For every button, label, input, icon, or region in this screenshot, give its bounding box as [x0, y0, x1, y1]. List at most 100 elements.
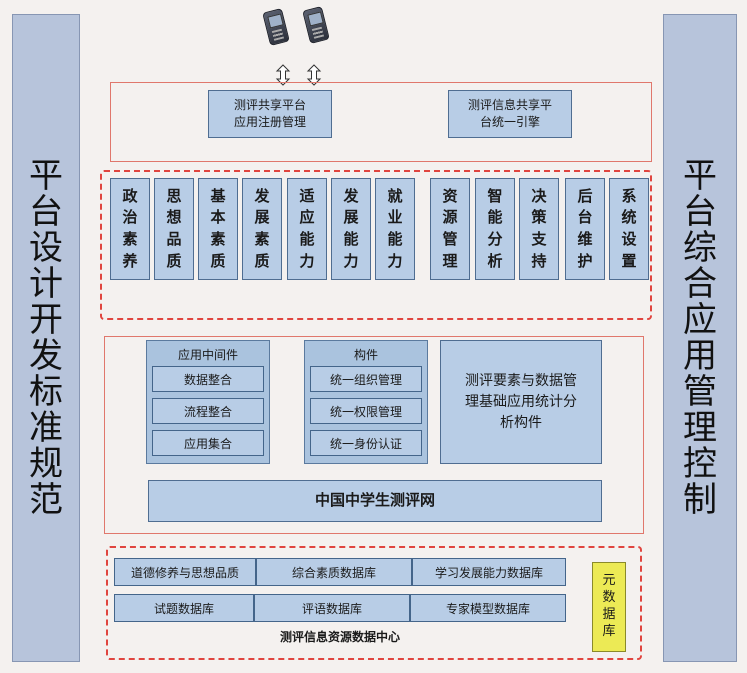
middleware-item: 应用集合 [152, 430, 264, 456]
module-char: 后 [577, 186, 592, 208]
module-char: 质 [254, 251, 269, 273]
evaluation-component-line: 测评要素与数据管 [465, 371, 577, 392]
middleware-item: 数据整合 [152, 366, 264, 392]
module-char: 适 [299, 186, 314, 208]
components-item: 统一身份认证 [310, 430, 422, 456]
app-registration-box: 测评共享平台 应用注册管理 [208, 90, 332, 138]
module-column: 发展能力 [331, 178, 371, 280]
module-char: 资 [442, 186, 457, 208]
database-cell: 专家模型数据库 [410, 594, 566, 622]
left-sidebar-char: 平 [29, 158, 63, 194]
info-engine-box: 测评信息共享平 台统一引擎 [448, 90, 572, 138]
module-char: 分 [487, 229, 502, 251]
module-char: 能 [487, 207, 502, 229]
metadata-char: 数 [602, 590, 615, 607]
evaluation-component-box: 测评要素与数据管 理基础应用统计分 析构件 [440, 340, 602, 464]
database-cell: 评语数据库 [254, 594, 410, 622]
module-char: 护 [577, 251, 592, 273]
module-char: 基 [210, 186, 225, 208]
left-sidebar-standards: 平 台 设 计 开 发 标 准 规 范 [12, 14, 80, 662]
data-center-label: 测评信息资源数据中心 [114, 628, 566, 648]
module-column: 系统设置 [609, 178, 649, 280]
module-column: 智能分析 [475, 178, 515, 280]
left-sidebar-char: 开 [29, 302, 63, 338]
module-char: 管 [442, 229, 457, 251]
info-engine-line: 测评信息共享平 [468, 97, 552, 114]
module-column: 思想品质 [154, 178, 194, 280]
right-sidebar-management: 平 台 综 合 应 用 管 理 控 制 [663, 14, 737, 662]
database-cell: 试题数据库 [114, 594, 254, 622]
database-cell: 道德修养与思想品质 [114, 558, 256, 586]
module-char: 统 [621, 207, 636, 229]
module-column: 发展素质 [242, 178, 282, 280]
module-char: 思 [166, 186, 181, 208]
module-char: 应 [299, 207, 314, 229]
module-char: 决 [531, 186, 546, 208]
module-column: 就业能力 [375, 178, 415, 280]
module-char: 系 [621, 186, 636, 208]
module-char: 发 [254, 186, 269, 208]
components-title: 构件 [305, 346, 427, 363]
module-char: 维 [577, 229, 592, 251]
right-sidebar-char: 控 [683, 446, 717, 482]
module-char: 素 [254, 229, 269, 251]
module-char: 力 [299, 251, 314, 273]
components-item: 统一权限管理 [310, 398, 422, 424]
module-char: 素 [210, 229, 225, 251]
module-char: 力 [387, 251, 402, 273]
right-sidebar-char: 台 [683, 194, 717, 230]
database-cell: 综合素质数据库 [256, 558, 412, 586]
left-sidebar-char: 范 [29, 482, 63, 518]
module-char: 设 [621, 229, 636, 251]
module-column: 适应能力 [287, 178, 327, 280]
module-char: 能 [343, 229, 358, 251]
database-cell: 学习发展能力数据库 [412, 558, 566, 586]
module-column: 基本素质 [198, 178, 238, 280]
module-column: 资源管理 [430, 178, 470, 280]
module-char: 质 [210, 251, 225, 273]
components-item: 统一组织管理 [310, 366, 422, 392]
module-char: 展 [343, 207, 358, 229]
right-sidebar-char: 合 [683, 266, 717, 302]
module-char: 想 [166, 207, 181, 229]
metadata-char: 据 [602, 607, 615, 624]
module-char: 本 [210, 207, 225, 229]
left-sidebar-char: 规 [29, 446, 63, 482]
right-sidebar-char: 制 [683, 482, 717, 518]
left-sidebar-char: 准 [29, 410, 63, 446]
right-sidebar-char: 综 [683, 230, 717, 266]
info-engine-line: 台统一引擎 [480, 114, 540, 131]
left-sidebar-char: 发 [29, 338, 63, 374]
evaluation-component-line: 析构件 [500, 413, 542, 434]
middleware-title: 应用中间件 [147, 346, 269, 363]
module-char: 源 [442, 207, 457, 229]
module-char: 持 [531, 251, 546, 273]
module-char: 养 [122, 251, 137, 273]
left-sidebar-char: 标 [29, 374, 63, 410]
right-sidebar-char: 用 [683, 338, 717, 374]
module-column: 决策支持 [519, 178, 559, 280]
app-registration-line: 应用注册管理 [234, 114, 306, 131]
module-char: 理 [442, 251, 457, 273]
evaluation-component-line: 理基础应用统计分 [465, 392, 577, 413]
module-char: 发 [343, 186, 358, 208]
module-char: 治 [122, 207, 137, 229]
mobile-phone-icon [262, 8, 290, 46]
module-char: 就 [387, 186, 402, 208]
module-column: 政治素养 [110, 178, 150, 280]
module-char: 素 [122, 229, 137, 251]
metadata-char: 库 [602, 624, 615, 641]
module-char: 政 [122, 186, 137, 208]
module-char: 业 [387, 207, 402, 229]
module-char: 展 [254, 207, 269, 229]
metadata-box: 元 数 据 库 [592, 562, 626, 652]
right-sidebar-char: 理 [683, 410, 717, 446]
module-column: 后台维护 [565, 178, 605, 280]
module-char: 能 [387, 229, 402, 251]
module-char: 策 [531, 207, 546, 229]
right-sidebar-char: 应 [683, 302, 717, 338]
left-sidebar-char: 计 [29, 266, 63, 302]
right-sidebar-char: 平 [683, 158, 717, 194]
middleware-item: 流程整合 [152, 398, 264, 424]
module-char: 支 [531, 229, 546, 251]
